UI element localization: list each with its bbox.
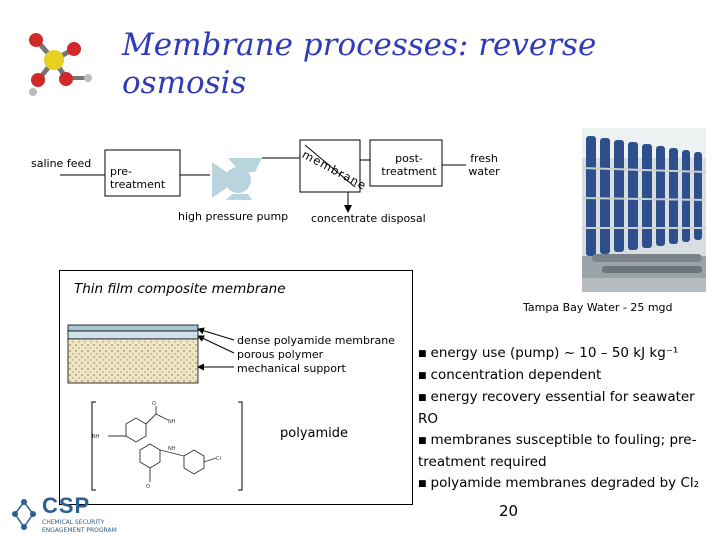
pump-label: high pressure pump	[178, 210, 289, 223]
slide-title: Membrane processes: reverse osmosis	[122, 27, 597, 101]
bullet-list: ■energy use (pump) ~ 10 – 50 kJ kg⁻¹ ■co…	[418, 343, 708, 495]
bullet-item: ■concentration dependent	[418, 367, 602, 383]
logo-name: CSP	[42, 493, 91, 518]
polyamide-structure: O NH NH O Cl NH	[91, 401, 243, 491]
svg-text:NH: NH	[92, 434, 100, 440]
concentrate-disposal-label: concentrate disposal	[311, 212, 426, 225]
svg-text:O: O	[146, 484, 150, 490]
polyamide-label: polyamide	[280, 426, 349, 441]
svg-text:O: O	[152, 401, 156, 407]
membrane-panel-title: Thin film composite membrane	[74, 281, 286, 297]
fresh-water-label: fresh water	[468, 152, 500, 178]
bullet-item: ■membranes susceptible to fouling; pre-t…	[418, 432, 697, 470]
ro-plant-photo	[581, 128, 707, 292]
svg-text:Cl: Cl	[216, 456, 221, 462]
saline-feed-label: saline feed	[31, 157, 92, 170]
bullet-item: ■energy recovery essential for seawater …	[418, 389, 695, 427]
bullet-item: ■energy use (pump) ~ 10 – 50 kJ kg⁻¹	[418, 345, 679, 361]
svg-text:NH: NH	[168, 419, 176, 425]
layer-dense-label: dense polyamide membrane	[237, 334, 395, 347]
post-treatment-box	[369, 139, 443, 187]
logo-line-2: ENGAGEMENT PROGRAM	[42, 527, 117, 534]
pretreatment-box	[104, 149, 181, 197]
bullet-item: ■polyamide membranes degraded by Cl₂	[418, 475, 700, 491]
post-treatment-label: post-treatment	[381, 152, 437, 178]
membrane-panel	[59, 270, 413, 505]
csp-logo-icon	[12, 499, 36, 530]
molecule-icon	[29, 33, 92, 96]
layer-porous-label: porous polymer	[237, 348, 324, 361]
svg-text:NH: NH	[168, 446, 176, 452]
page-number: 20	[499, 502, 519, 520]
membrane-layers-illustration	[67, 324, 199, 384]
layer-support-label: mechanical support	[237, 362, 346, 375]
logo-line-1: CHEMICAL SECURITY	[42, 519, 105, 526]
photo-caption: Tampa Bay Water - 25 mgd	[523, 301, 673, 314]
pump-icon	[212, 158, 262, 200]
pretreatment-label: pre-treatment	[110, 165, 166, 191]
